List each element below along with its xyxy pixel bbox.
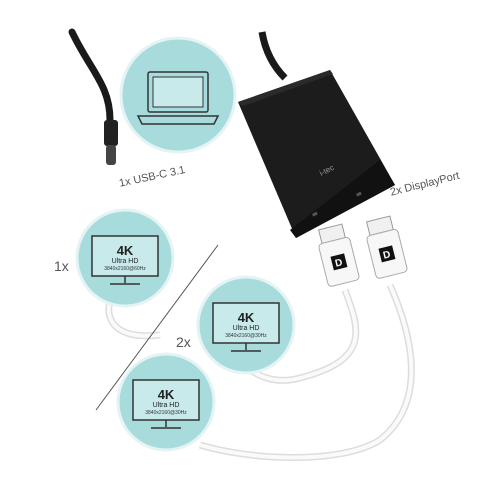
usbc-connector-housing bbox=[104, 120, 118, 146]
monitor-2-name: Ultra HD bbox=[232, 325, 260, 332]
monitor-icon-3 bbox=[132, 379, 200, 429]
usbc-plug-icon bbox=[106, 145, 116, 165]
single-monitor-label: 1x bbox=[54, 258, 69, 274]
monitor-2-spec: 3840x2160@30Hz bbox=[225, 333, 267, 339]
monitor-2-res: 4K bbox=[237, 310, 255, 325]
dp-connector-1: D bbox=[318, 223, 360, 287]
svg-text:D: D bbox=[334, 257, 344, 269]
dp-connector-2: D bbox=[366, 215, 408, 279]
divider-line bbox=[95, 244, 219, 411]
monitor-icon-1 bbox=[91, 235, 159, 285]
usbc-cable bbox=[68, 28, 114, 124]
monitor-1-name: Ultra HD bbox=[111, 258, 139, 265]
monitor-1-text: 4K Ultra HD 3840x2160@60Hz bbox=[92, 244, 158, 272]
monitor-1-res: 4K bbox=[116, 243, 134, 258]
monitor-2-text: 4K Ultra HD 3840x2160@30Hz bbox=[213, 311, 279, 339]
monitor-icon-2 bbox=[212, 302, 280, 352]
monitor-3-name: Ultra HD bbox=[152, 402, 180, 409]
svg-text:D: D bbox=[382, 249, 392, 261]
dual-monitor-label: 2x bbox=[176, 334, 191, 350]
monitor-3-text: 4K Ultra HD 3840x2160@30Hz bbox=[133, 388, 199, 416]
monitor-1-spec: 3840x2160@60Hz bbox=[104, 266, 146, 272]
adapter-device bbox=[238, 70, 395, 238]
monitor-3-res: 4K bbox=[157, 387, 175, 402]
monitor-3-spec: 3840x2160@30Hz bbox=[145, 410, 187, 416]
adapter-cable bbox=[258, 31, 288, 81]
laptop-icon bbox=[136, 71, 220, 125]
